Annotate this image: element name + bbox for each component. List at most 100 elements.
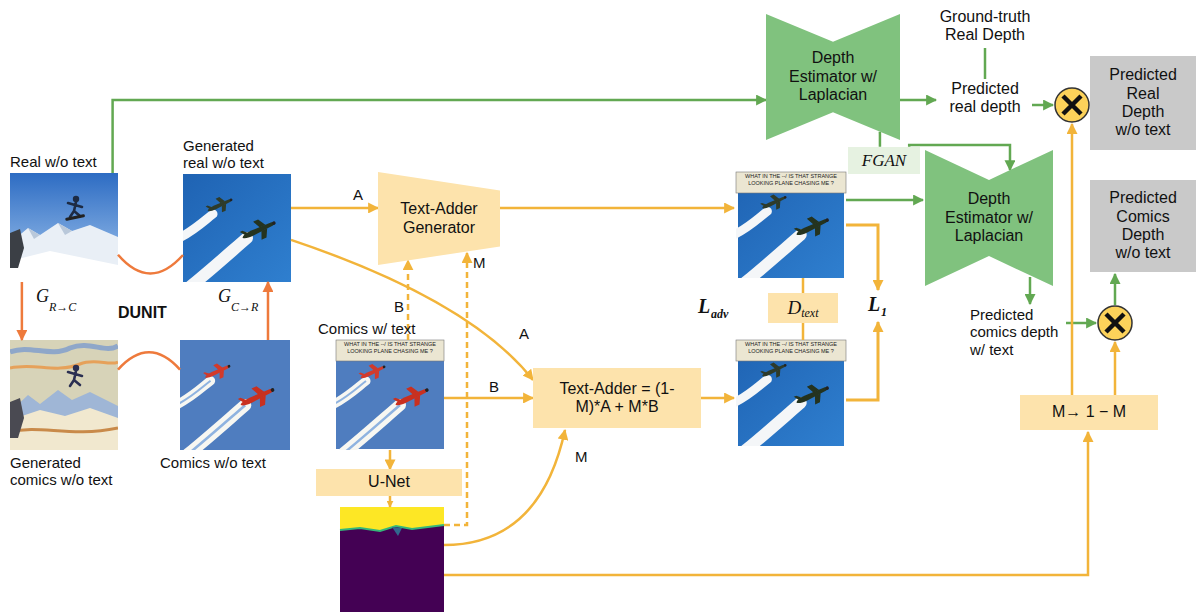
- annotation: G: [218, 287, 231, 307]
- text-block: M→ 1 − M: [1052, 403, 1126, 421]
- annotation: DUNIT: [118, 304, 167, 322]
- annotation: Predicted comics depth w/ text: [970, 306, 1065, 358]
- text-block: Text-Adder = (1-M)*A + M*B: [551, 380, 683, 417]
- connector: [291, 240, 533, 380]
- edge-label: B: [393, 298, 405, 315]
- wire: [1029, 277, 1032, 304]
- wire: [1114, 342, 1117, 395]
- wire: [1032, 104, 1053, 107]
- multiply-symbol: [1055, 88, 1089, 122]
- comic-picture: [176, 340, 290, 454]
- text-block: Text-Adder Generator: [393, 200, 485, 237]
- composited-comic-with-text: [734, 340, 846, 450]
- annotation: M: [473, 254, 486, 271]
- text-block: U-Net: [368, 473, 410, 491]
- box-label: Depth Estimator w/ Laplacian: [939, 190, 1039, 245]
- annotation: adv: [711, 308, 728, 321]
- process-box: M→ 1 − M: [1020, 395, 1158, 430]
- edge-label: B: [488, 378, 500, 395]
- wire: [701, 397, 734, 400]
- output-box: Predicted Real Depth w/o text: [1090, 56, 1196, 150]
- image-panel: Comics w/o text: [180, 340, 290, 450]
- loss-box: FGAN: [848, 147, 920, 175]
- connector: [118, 255, 183, 274]
- wire: [444, 430, 565, 545]
- edge-label: A: [518, 325, 530, 342]
- wire: [984, 48, 987, 79]
- image-panel: Generated comics w/o text: [10, 340, 118, 450]
- text-mask: [340, 507, 444, 612]
- output-box: Predicted Comics Depth w/o text: [1090, 180, 1196, 272]
- image-panel: Comics w/ text: [336, 340, 444, 450]
- box-label: M→ 1 − M: [1052, 403, 1126, 421]
- box-label: Text-Adder Generator: [393, 200, 485, 237]
- connector: [21, 282, 24, 340]
- wire: [389, 495, 392, 507]
- annotation: 1: [881, 306, 887, 319]
- image-caption: Real w/o text: [10, 153, 120, 170]
- box-label: text: [801, 307, 818, 319]
- image-caption: Generated real w/o text: [183, 137, 283, 172]
- comic-picture-with-text: [332, 340, 444, 453]
- connector: [389, 450, 392, 469]
- annotation: C→R: [231, 301, 258, 314]
- wire: [802, 323, 805, 340]
- annotation: R→C: [49, 301, 76, 314]
- edge-label: A: [352, 186, 364, 203]
- multiply-symbol: [1098, 306, 1132, 340]
- box-label: Predicted Comics Depth w/o text: [1108, 189, 1178, 263]
- discriminator-box: Dtext: [768, 293, 838, 323]
- wire: [900, 99, 936, 102]
- image-caption: Comics w/ text: [318, 320, 448, 337]
- text-block: FGAN: [862, 151, 906, 171]
- connector: [267, 282, 270, 340]
- annotation: WHAT IN THE --/ IS THAT STRANGE LOOKING …: [739, 341, 843, 354]
- wire: [846, 322, 878, 400]
- wire: [802, 278, 805, 293]
- wire: [846, 199, 923, 202]
- connector: [118, 352, 180, 369]
- process-box: Text-Adder = (1-M)*A + M*B: [533, 368, 701, 428]
- text-block: Predicted Real Depth w/o text: [1108, 66, 1178, 140]
- wire: [1114, 274, 1117, 305]
- generated-comic-with-text: [734, 172, 846, 282]
- wire: [444, 432, 1088, 575]
- image-caption: Comics w/o text: [160, 454, 310, 471]
- wire: [1071, 124, 1074, 395]
- box-label: D: [787, 298, 801, 317]
- annotation: WHAT IN THE --/ IS THAT STRANGE LOOKING …: [739, 173, 843, 186]
- annotation: Predicted real depth: [940, 80, 1030, 117]
- text-block: Dtext: [787, 298, 818, 319]
- text-block: Predicted Comics Depth w/o text: [1108, 189, 1178, 263]
- generator-trapezoid: Text-Adder Generator: [378, 172, 500, 265]
- box-label: Predicted Real Depth w/o text: [1108, 66, 1178, 140]
- annotation: G: [36, 287, 49, 307]
- wire: [846, 225, 878, 290]
- image-caption: Generated comics w/o text: [10, 454, 120, 489]
- text-block: Depth Estimator w/ Laplacian: [783, 49, 883, 104]
- connector: [444, 397, 533, 400]
- annotation: M: [575, 448, 588, 465]
- annotation: WHAT IN THE --/ IS THAT STRANGE LOOKING …: [338, 341, 442, 354]
- box-label: U-Net: [368, 473, 410, 491]
- network-block: Depth Estimator w/ Laplacian: [766, 14, 900, 140]
- generated-comic-picture: [10, 340, 118, 450]
- text-block: Depth Estimator w/ Laplacian: [939, 190, 1039, 245]
- annotation: L: [698, 295, 710, 317]
- wire: [500, 207, 734, 210]
- real-photo: [10, 173, 118, 282]
- wires: [390, 48, 1115, 575]
- connector: [291, 207, 378, 210]
- box-label: FGAN: [862, 151, 906, 171]
- network-block: Depth Estimator w/ Laplacian: [925, 150, 1053, 286]
- box-label: Text-Adder = (1-M)*A + M*B: [551, 380, 683, 417]
- process-box: U-Net: [316, 469, 462, 495]
- box-label: Depth Estimator w/ Laplacian: [783, 49, 883, 104]
- image-panel: Real w/o text: [10, 173, 118, 282]
- wire: [1066, 322, 1096, 325]
- annotation: Ground-truth Real Depth: [930, 8, 1040, 45]
- generated-real-photo: [179, 174, 291, 286]
- annotation: L: [868, 293, 880, 315]
- connector: [879, 132, 882, 147]
